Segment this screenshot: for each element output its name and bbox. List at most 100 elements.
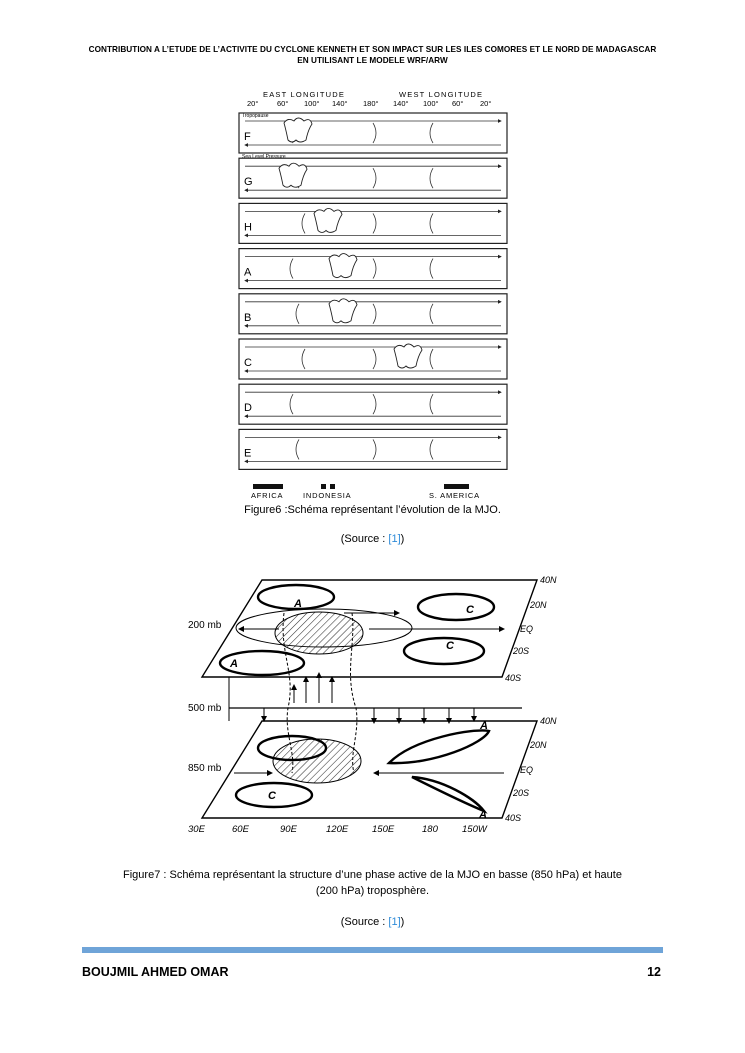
upper-gyres	[218, 583, 496, 677]
lon-label: 120E	[326, 824, 349, 835]
lat-label: 20N	[529, 740, 547, 750]
fig6-panel: E	[238, 428, 508, 470]
level-200mb-label: 200 mb	[188, 620, 222, 631]
fig6-tropopause-label: Tropopause	[242, 113, 269, 119]
lat-label: EQ	[520, 765, 533, 775]
africa-bar	[253, 484, 283, 489]
fig6-panel-label: G	[244, 176, 253, 188]
source-suffix: )	[400, 533, 405, 545]
plane-850mb	[200, 720, 538, 819]
latitude-labels-upper: 40N 20N EQ 20S 40S	[505, 575, 557, 683]
fig6-lon-tick: 60°	[452, 99, 463, 108]
fig6-sea-level-label: Sea Level Pressure	[242, 154, 286, 160]
lon-label: 60E	[232, 824, 250, 835]
gyre-upper-c-north	[416, 592, 496, 622]
fig6-lon-tick: 140°	[332, 99, 348, 108]
region-africa: AFRICA	[251, 491, 283, 500]
page-number: 12	[647, 965, 661, 979]
source-prefix: (Source :	[340, 533, 389, 545]
figure6-source: (Source : [1])	[70, 533, 675, 545]
figure7-source: (Source : [1])	[70, 916, 675, 928]
lon-label: 150W	[462, 824, 488, 835]
lat-label: 40S	[505, 813, 521, 823]
latitude-labels-lower: 40N 20N EQ 20S 40S	[505, 716, 557, 823]
figure6-reference-link[interactable]: [1]	[388, 533, 401, 545]
label-cyclone: C	[446, 640, 455, 652]
lon-label: 180	[422, 824, 439, 835]
upper-divergence-hatched	[274, 611, 364, 655]
fig6-panel-label: A	[244, 267, 252, 279]
header-line-1: CONTRIBUTION A L’ETUDE DE L’ACTIVITE DU …	[88, 45, 657, 54]
longitude-labels: 30E 60E 90E 120E 150E 180 150W	[188, 824, 488, 835]
footer-author: BOUJMIL AHMED OMAR	[82, 965, 229, 979]
region-s-america: S. AMERICA	[429, 491, 480, 500]
fig6-region-bars	[253, 484, 469, 489]
indonesia-bar	[321, 484, 326, 489]
label-cyclone: C	[268, 790, 277, 802]
lat-label: 40N	[540, 575, 557, 585]
label-anticyclone: A	[229, 658, 238, 670]
figure6-caption: Figure6 :Schéma représentant l’évolution…	[244, 504, 501, 516]
fig6-lon-tick: 20°	[247, 99, 258, 108]
fig6-panels: F G H A B C D E	[238, 112, 508, 470]
fig6-panel-label: D	[244, 402, 252, 414]
level-850mb-label: 850 mb	[188, 763, 222, 774]
region-indonesia: INDONESIA	[303, 491, 351, 500]
fig6-lon-tick: 140°	[393, 99, 409, 108]
fig6-lon-tick: 60°	[277, 99, 288, 108]
fig6-west-longitude-label: WEST LONGITUDE	[399, 90, 483, 99]
fig6-lon-tick: 180°	[363, 99, 379, 108]
fig6-panel: A	[238, 248, 508, 290]
figure7-reference-link[interactable]: [1]	[388, 916, 401, 928]
plane-200mb	[200, 579, 538, 678]
gyre-lower-a-south	[411, 775, 488, 814]
level-labels: 200 mb 500 mb 850 mb	[188, 620, 222, 774]
figure7-caption-line-1: Figure7 : Schéma représentant la structu…	[123, 869, 622, 881]
figure7-mjo-structure: A C C A A C A 200 mb 500 mb 850 mb 40N 2…	[188, 575, 557, 835]
fig6-panel-label: E	[244, 447, 251, 459]
fig6-panel-label: H	[244, 221, 252, 233]
label-anticyclone: A	[293, 598, 302, 610]
fig6-longitude-ticks: 20° 60° 100° 140° 180° 140° 100° 60° 20°	[247, 99, 491, 108]
upper-flow-arrows	[238, 610, 505, 632]
fig6-panel-label: F	[244, 131, 251, 143]
fig6-panel: B	[238, 293, 508, 335]
fig6-lon-tick: 100°	[304, 99, 320, 108]
lat-label: EQ	[520, 624, 533, 634]
source-prefix: (Source :	[340, 916, 389, 928]
fig6-panel: F	[238, 112, 508, 154]
label-anticyclone: A	[479, 720, 488, 732]
running-header: CONTRIBUTION A L’ETUDE DE L’ACTIVITE DU …	[70, 44, 675, 66]
gyre-lower-c-south	[234, 781, 314, 809]
fig6-east-longitude-label: EAST LONGITUDE	[263, 90, 345, 99]
lon-label: 30E	[188, 824, 206, 835]
lat-label: 20S	[512, 646, 529, 656]
level-500mb-label: 500 mb	[188, 703, 222, 714]
lower-gyres	[234, 729, 491, 814]
lat-label: 20S	[512, 788, 529, 798]
fig6-panel-label: C	[244, 357, 252, 369]
gyre-upper-a-south	[218, 649, 306, 677]
fig6-lon-tick: 100°	[423, 99, 439, 108]
gyre-upper-a-north	[256, 583, 336, 611]
fig6-lon-tick: 20°	[480, 99, 491, 108]
footer-rule	[82, 947, 663, 953]
gyre-upper-c-south	[402, 636, 486, 666]
indonesia-bar	[330, 484, 335, 489]
figure7-caption: Figure7 : Schéma représentant la structu…	[70, 867, 675, 899]
figure7-caption-line-2: (200 hPa) troposphère.	[315, 885, 430, 897]
fig6-panel: C	[238, 338, 508, 380]
lon-label: 90E	[280, 824, 298, 835]
label-anticyclone: A	[478, 809, 487, 821]
upper-outflow-ellipse	[235, 608, 413, 648]
vertical-motion-arrows	[261, 672, 477, 724]
circulation-labels: A C C A A C A	[229, 598, 488, 821]
fig6-panel: H	[238, 202, 508, 245]
figure6-mjo-evolution: EAST LONGITUDE WEST LONGITUDE 20° 60° 10…	[238, 90, 508, 500]
gyre-lower-a-north	[386, 729, 491, 765]
lat-label: 20N	[529, 600, 547, 610]
label-cyclone: C	[466, 604, 475, 616]
s-america-bar	[444, 484, 469, 489]
fig6-panel: G	[238, 157, 508, 199]
source-suffix: )	[400, 916, 405, 928]
